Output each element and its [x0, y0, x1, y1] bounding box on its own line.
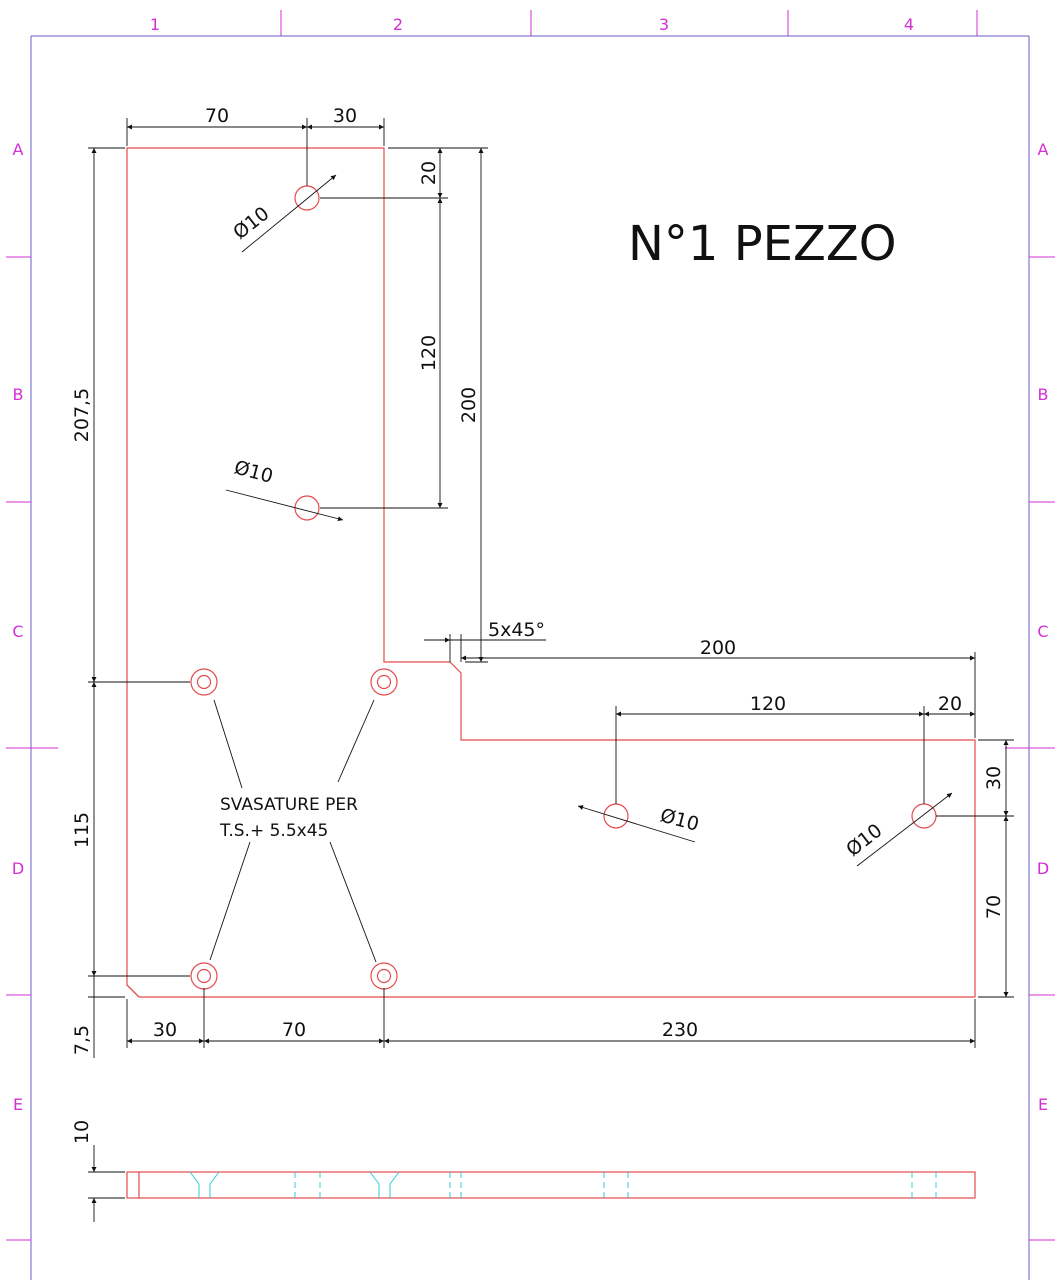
- zone-row-label: A: [13, 140, 24, 159]
- dim-bottom-230: 230: [662, 1019, 698, 1041]
- countersunk-hole: [190, 668, 218, 696]
- dim-diameter-top: Ø10: [229, 203, 273, 244]
- dim-chamfer: 5x45°: [488, 619, 545, 641]
- dim-mid-200: 200: [700, 637, 736, 659]
- dim-bottom-70: 70: [282, 1019, 306, 1041]
- dim-bottom-30: 30: [153, 1019, 177, 1041]
- dimensions: 70 30 20 120 200 207,5 115 7,5: [71, 105, 1014, 1058]
- side-view: 10: [71, 1120, 976, 1222]
- zone-row-label: C: [1037, 622, 1048, 641]
- dim-top-70: 70: [205, 105, 229, 127]
- hole: [294, 495, 320, 521]
- hole: [603, 803, 629, 829]
- dim-diameter-right-b: Ø10: [842, 820, 886, 861]
- zone-row-label: E: [13, 1095, 23, 1114]
- zone-column-label: 1: [150, 15, 160, 34]
- dim-mid-20: 20: [938, 693, 962, 715]
- hole: [294, 185, 320, 211]
- zone-row-label: D: [12, 859, 24, 878]
- dim-left-207-5: 207,5: [71, 388, 93, 442]
- dim-top-30: 30: [333, 105, 357, 127]
- countersink-note-line2: T.S.+ 5.5x45: [219, 821, 328, 841]
- dim-thickness-10: 10: [71, 1120, 93, 1144]
- zone-column-label: 3: [659, 15, 669, 34]
- holes: [190, 185, 937, 990]
- dim-inner-200: 200: [458, 387, 480, 423]
- side-view-outline: [126, 1171, 976, 1199]
- zone-row-label: A: [1038, 140, 1049, 159]
- dim-mid-120: 120: [750, 693, 786, 715]
- zone-row-label: B: [13, 385, 24, 404]
- zone-column-label: 4: [904, 15, 914, 34]
- dim-right-20: 20: [418, 161, 440, 185]
- countersunk-hole: [370, 668, 398, 696]
- drawing-title: N°1 PEZZO: [628, 216, 897, 272]
- dim-left-7-5: 7,5: [71, 1025, 93, 1055]
- zone-row-label: D: [1037, 859, 1049, 878]
- dim-left-115: 115: [71, 812, 93, 848]
- dim-inner-120: 120: [418, 335, 440, 371]
- dim-diameter-mid: Ø10: [232, 457, 276, 488]
- zone-row-label: E: [1038, 1095, 1048, 1114]
- dim-diameter-right-a: Ø10: [658, 805, 702, 836]
- countersunk-hole: [370, 962, 398, 990]
- plate-outline: [126, 147, 976, 998]
- zone-column-label: 2: [393, 15, 403, 34]
- chamfer-corner: [126, 984, 140, 998]
- zone-row-label: B: [1038, 385, 1049, 404]
- countersink-note-line1: SVASATURE PER: [220, 795, 358, 815]
- drawing-frame: 1 2 3 4 A B C D E A B C D E: [6, 10, 1055, 1280]
- zone-row-label: C: [12, 622, 23, 641]
- dim-right-70: 70: [983, 895, 1005, 919]
- dim-right-30: 30: [983, 766, 1005, 790]
- countersunk-hole: [190, 962, 218, 990]
